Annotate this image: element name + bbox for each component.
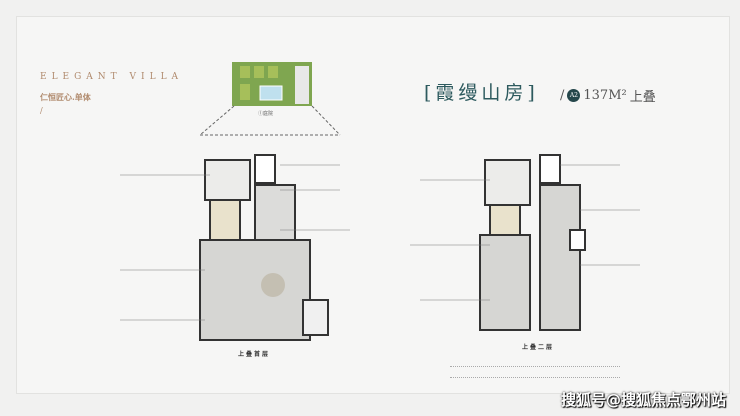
garden-plan: [232, 62, 312, 106]
area-value: 137M²: [583, 88, 627, 103]
brand-mark: /: [40, 106, 43, 115]
unit-badge: A2: [567, 89, 581, 102]
floor-label-2: 上叠二层: [522, 344, 555, 351]
garden-label: ①庭院: [258, 111, 274, 117]
brand-subtitle: 仁恒匠心.单体: [40, 92, 91, 102]
unit-type: 上叠: [629, 90, 656, 105]
separator: /: [560, 88, 565, 103]
floor-label-1: 上叠首层: [238, 351, 271, 358]
page-title: [霞缦山房]: [424, 82, 539, 104]
brochure-card: [16, 16, 730, 394]
disclaimer-note: [450, 366, 620, 378]
watermark: 搜狐号@搜狐焦点鄂州站: [560, 391, 726, 409]
area-info: / A2 137M² 上叠: [560, 86, 656, 105]
brand-title: ELEGANT VILLA: [40, 72, 184, 82]
first-floor-plan: [199, 154, 329, 341]
second-floor-plan: [479, 154, 586, 331]
